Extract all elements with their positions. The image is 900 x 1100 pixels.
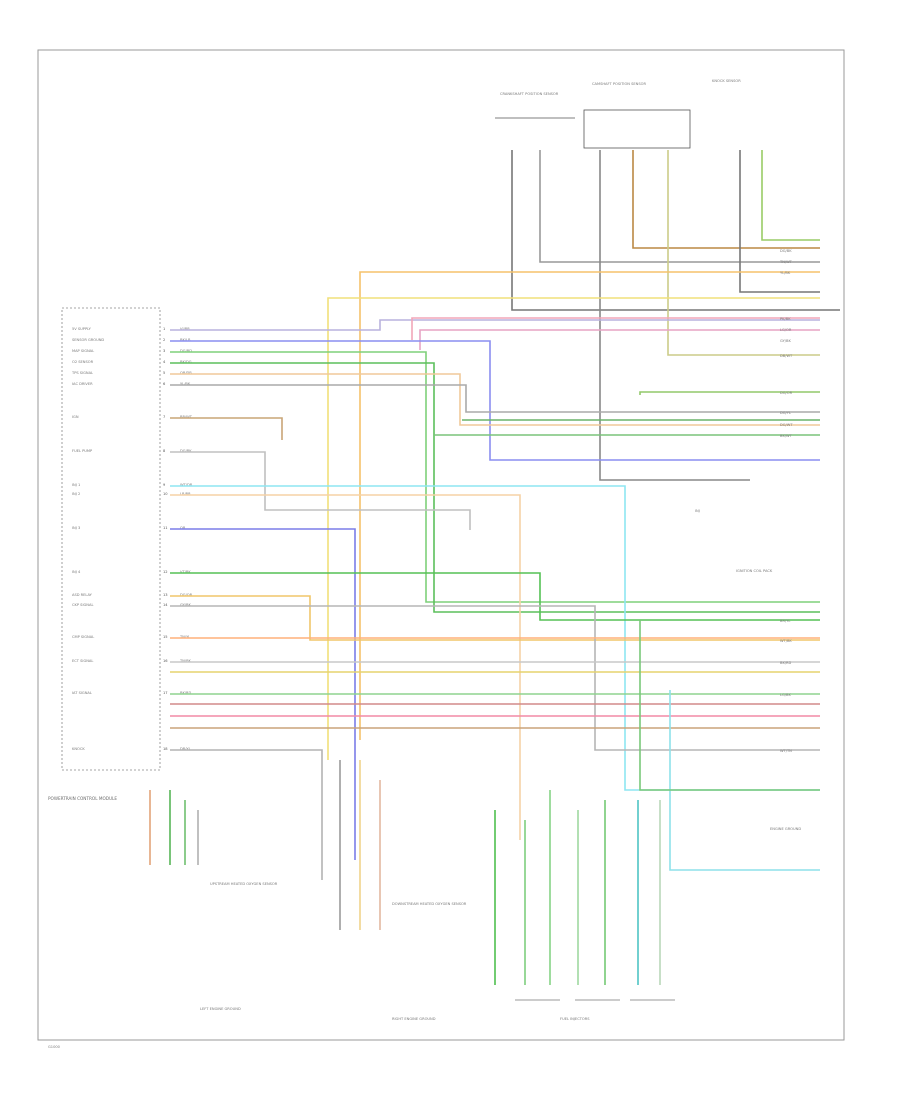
top-component-2: CAMSHAFT POSITION SENSOR [583,82,691,149]
svg-text:ASD RELAY: ASD RELAY [72,593,93,597]
svg-text:BR/YL: BR/YL [780,619,790,623]
svg-text:BK/RD: BK/RD [780,661,792,665]
svg-text:DB/YL: DB/YL [180,747,191,751]
svg-text:TN/BK: TN/BK [179,659,192,663]
svg-text:OR/DB: OR/DB [180,371,192,375]
svg-text:6: 6 [163,382,166,386]
svg-text:7: 7 [163,415,165,419]
svg-text:PK/BK: PK/BK [780,317,791,321]
svg-text:INJ 3: INJ 3 [72,526,80,530]
right-annotations: INJ IGNITION COIL PACK ENGINE GROUND [695,509,801,831]
svg-text:CRANKSHAFT POSITION SENSOR: CRANKSHAFT POSITION SENSOR [500,92,559,96]
svg-text:BR/WT: BR/WT [180,415,193,419]
svg-text:INJ 1: INJ 1 [72,483,80,487]
top-component-3: KNOCK SENSOR [712,79,741,83]
svg-text:5: 5 [163,371,165,375]
svg-text:8: 8 [163,449,166,453]
svg-text:GY/BK: GY/BK [780,339,791,343]
svg-text:FUEL PUMP: FUEL PUMP [72,449,93,453]
svg-text:TN/YL: TN/YL [179,635,190,639]
pcm-pin-list: 1 2 3 4 5 6 7 8 9 10 11 12 13 14 15 16 1… [163,327,168,751]
svg-text:ENGINE GROUND: ENGINE GROUND [770,827,801,831]
svg-text:BK/DG: BK/DG [180,360,192,364]
svg-text:1: 1 [163,327,165,331]
harness-wires [170,271,820,880]
svg-text:12: 12 [163,570,168,574]
diagram-frame [37,49,845,1041]
svg-text:BK/LB: BK/LB [180,338,191,342]
svg-text:DG/WT: DG/WT [780,423,793,427]
svg-text:16: 16 [163,659,168,663]
pcm-module: POWERTRAIN CONTROL MODULE [48,307,161,801]
svg-text:CAMSHAFT POSITION SENSOR: CAMSHAFT POSITION SENSOR [592,82,646,86]
svg-text:UPSTREAM HEATED OXYGEN SENSOR: UPSTREAM HEATED OXYGEN SENSOR [210,882,278,886]
svg-text:KNOCK SENSOR: KNOCK SENSOR [712,79,741,83]
svg-text:5V SUPPLY: 5V SUPPLY [72,327,92,331]
lower-middle-sensor: DOWNSTREAM HEATED OXYGEN SENSOR RIGHT EN… [339,760,467,1021]
svg-text:DG/YL: DG/YL [780,411,791,415]
svg-text:FUEL INJECTORS: FUEL INJECTORS [560,1017,590,1021]
svg-text:18: 18 [163,747,168,751]
svg-text:KNOCK: KNOCK [72,747,85,751]
svg-text:INJ 4: INJ 4 [72,570,81,574]
svg-text:IGN: IGN [72,415,79,419]
svg-text:3: 3 [163,349,165,353]
svg-text:TPS SIGNAL: TPS SIGNAL [71,371,93,375]
svg-text:11: 11 [163,526,168,530]
svg-text:17: 17 [163,691,168,695]
svg-text:LG/OR: LG/OR [780,328,792,332]
svg-text:DG/OR: DG/OR [180,593,193,597]
svg-text:BK/RD: BK/RD [180,691,192,695]
top-component-1: CRANKSHAFT POSITION SENSOR [495,92,575,119]
svg-text:DG/RD: DG/RD [180,349,192,353]
svg-text:WT/DB: WT/DB [180,483,193,487]
svg-text:IAC DRIVER: IAC DRIVER [72,382,93,386]
svg-text:DOWNSTREAM HEATED OXYGEN SENSO: DOWNSTREAM HEATED OXYGEN SENSOR [392,902,467,906]
svg-text:TN/WT: TN/WT [779,260,793,264]
svg-text:INJ: INJ [695,509,700,513]
svg-text:15: 15 [163,635,168,639]
svg-text:DG/BK: DG/BK [180,449,192,453]
svg-text:VT/BK: VT/BK [180,570,191,574]
svg-text:VI/BR: VI/BR [180,327,190,331]
svg-text:DG/OR: DG/OR [780,391,793,395]
svg-text:13: 13 [163,593,168,597]
svg-text:10: 10 [163,492,168,496]
svg-text:YL/BK: YL/BK [780,271,791,275]
fuel-injector-group: FUEL INJECTORS [494,790,675,1021]
svg-text:SENSOR GROUND: SENSOR GROUND [72,338,104,342]
svg-text:WT/BK: WT/BK [780,639,792,643]
svg-text:LG/BK: LG/BK [780,693,791,697]
top-drop-wires [511,150,840,481]
svg-text:RIGHT ENGINE GROUND: RIGHT ENGINE GROUND [392,1017,436,1021]
svg-text:O2 SENSOR: O2 SENSOR [72,360,94,364]
svg-text:14: 14 [163,603,168,607]
svg-text:4: 4 [163,360,166,364]
pcm-wire-codes: VI/BR BK/LB DG/RD BK/DG OR/DB YL/BK BR/W… [179,327,193,751]
right-wire-labels: DG/BK TN/WT YL/BK PK/BK LG/OR GY/BK DB/W… [779,249,793,753]
svg-text:DB/WT: DB/WT [780,354,793,358]
svg-text:IGNITION COIL PACK: IGNITION COIL PACK [736,569,773,573]
svg-text:CKP SIGNAL: CKP SIGNAL [72,603,93,607]
svg-text:INJ 2: INJ 2 [72,492,80,496]
svg-text:MAP SIGNAL: MAP SIGNAL [72,349,94,353]
svg-text:LEFT ENGINE GROUND: LEFT ENGINE GROUND [200,1007,241,1011]
svg-text:IAT SIGNAL: IAT SIGNAL [72,691,92,695]
svg-text:DG/BK: DG/BK [780,249,792,253]
svg-text:YL/BK: YL/BK [180,382,191,386]
svg-text:2: 2 [163,338,165,342]
svg-text:ECT SIGNAL: ECT SIGNAL [72,659,93,663]
pcm-title: POWERTRAIN CONTROL MODULE [48,796,117,801]
svg-text:GY/BK: GY/BK [180,603,191,607]
pcm-signal-labels: 5V SUPPLY SENSOR GROUND MAP SIGNAL O2 SE… [71,327,104,751]
lower-left-sensor: UPSTREAM HEATED OXYGEN SENSOR LEFT ENGIN… [149,790,278,1011]
svg-text:LB/BR: LB/BR [180,492,191,496]
svg-text:WT/TN: WT/TN [780,749,792,753]
svg-text:9: 9 [163,483,166,487]
svg-text:CMP SIGNAL: CMP SIGNAL [72,635,94,639]
svg-text:BK/WT: BK/WT [780,434,793,438]
diagram-footer: G1000 [48,1045,61,1049]
svg-text:OR: OR [180,526,186,530]
